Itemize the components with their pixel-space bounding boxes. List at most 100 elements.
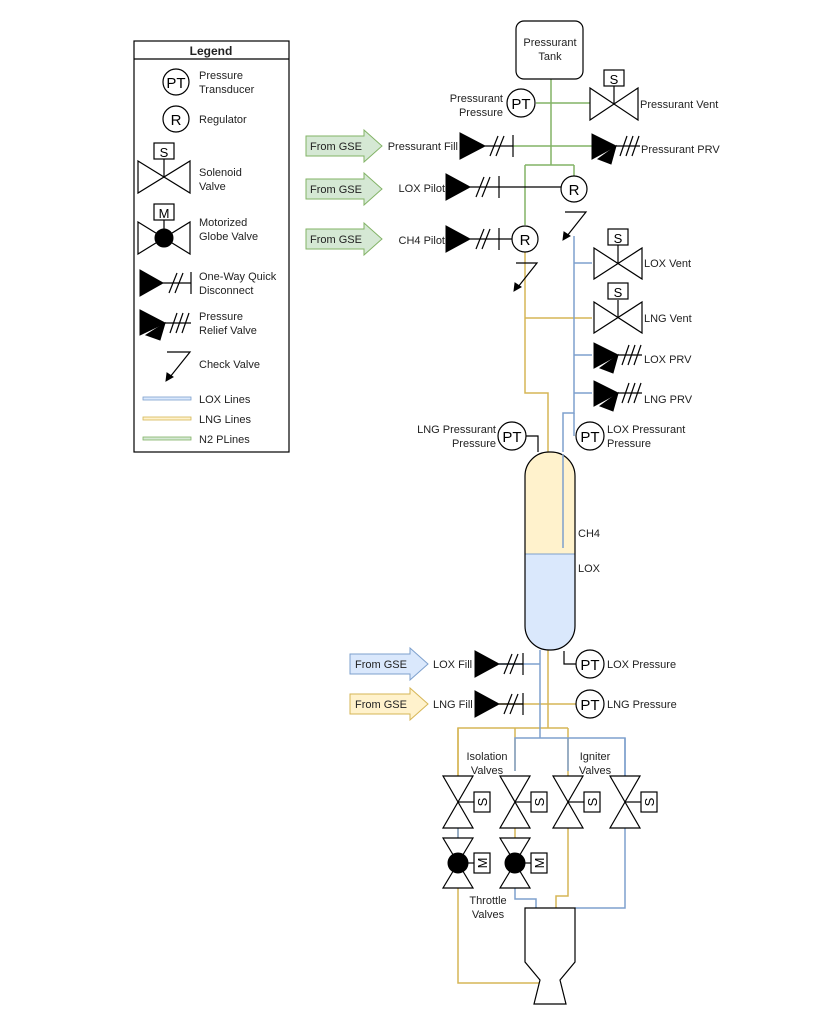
legend-n2-line-swatch <box>142 436 192 441</box>
ch4-regulator-icon: R <box>511 225 539 253</box>
lng-pressurant-pressure-transducer-icon: PT <box>497 421 527 451</box>
legend-prv-label: Pressure <box>199 311 243 323</box>
lng-fill-quick-disconnect-icon <box>474 690 524 718</box>
pressurant-fill-quick-disconnect-icon <box>459 132 514 160</box>
gse-arrow-lox-fill: From GSE <box>349 646 429 682</box>
svg-text:S: S <box>614 231 623 246</box>
svg-text:PT: PT <box>580 657 599 674</box>
legend-prv-label-2: Relief Valve <box>199 325 257 337</box>
svg-text:S: S <box>614 285 623 300</box>
svg-text:R: R <box>569 182 580 199</box>
isolation-valve-lox-solenoid-icon: S <box>498 775 548 829</box>
throttle-valve-lox-motorized-icon: M <box>498 837 548 889</box>
lng-pressurant-pressure-label: LNG Pressurant <box>417 424 496 436</box>
lng-pressure-transducer-icon: PT <box>548 689 605 719</box>
throttle-valves-label-2: Valves <box>472 909 505 921</box>
igniter-valve-lox-solenoid-icon: S <box>608 738 658 829</box>
legend-motorized-label: Motorized <box>199 217 247 229</box>
gse-arrow-lox-pilot: From GSE <box>305 171 383 207</box>
lox-pressure-transducer-icon: PT <box>575 649 605 679</box>
ch4-pilot-label: CH4 Pilot <box>399 235 445 247</box>
pressurant-fill-label: Pressurant Fill <box>388 141 458 153</box>
svg-text:From GSE: From GSE <box>310 184 362 196</box>
legend-solenoid-valve-icon: S <box>137 142 191 195</box>
lox-pilot-quick-disconnect-icon <box>445 173 500 201</box>
lng-vent-solenoid-valve-icon: S <box>593 282 643 335</box>
lox-pressure-label: LOX Pressure <box>607 659 676 671</box>
svg-text:PT: PT <box>580 429 599 446</box>
igniter-valve-lng-solenoid-icon: S <box>551 775 601 829</box>
legend-solenoid-label-2: Valve <box>199 181 226 193</box>
pressurant-tank: Pressurant Tank <box>515 20 584 80</box>
legend-quick-disconnect-icon <box>139 269 192 297</box>
legend-pressure-relief-valve-icon <box>139 309 191 341</box>
lox-pressurant-pressure-label-2: Pressure <box>607 438 651 450</box>
lng-fill-label: LNG Fill <box>433 699 473 711</box>
svg-text:PT: PT <box>502 429 521 446</box>
igniter-valves-label-2: Valves <box>579 765 612 777</box>
gse-arrow-pressurant: From GSE <box>305 128 383 164</box>
legend-pt-label-2: Transducer <box>199 84 255 96</box>
pressurant-vent-label: Pressurant Vent <box>640 99 718 111</box>
lng-pressurant-pressure-label-2: Pressure <box>452 438 496 450</box>
pressurant-pressure-label: Pressurant <box>450 93 503 105</box>
svg-text:S: S <box>610 72 619 87</box>
lox-vent-solenoid-valve-icon: S <box>593 228 643 281</box>
pressurant-vent-solenoid-valve-icon: S <box>589 69 639 122</box>
lox-pressurant-pressure-transducer-icon: PT <box>575 421 605 451</box>
lox-check-valve-icon <box>562 211 588 241</box>
legend-lng-line-swatch <box>142 416 192 421</box>
ch4-tank-label: CH4 <box>578 528 600 540</box>
legend-regulator-icon: R <box>162 105 190 133</box>
gse-arrow-ch4-pilot: From GSE <box>305 221 383 257</box>
svg-text:M: M <box>159 206 170 221</box>
pressurant-prv-icon <box>591 133 640 165</box>
pressurant-pressure-label-2: Pressure <box>459 107 503 119</box>
svg-text:From GSE: From GSE <box>310 141 362 153</box>
legend: Legend PT Pressure Transducer R Regulato… <box>133 40 290 453</box>
lng-pressure-label: LNG Pressure <box>607 699 677 711</box>
legend-regulator-label: Regulator <box>199 114 247 126</box>
lox-tank-label: LOX <box>578 563 601 575</box>
svg-text:S: S <box>532 797 547 806</box>
lng-prv-icon <box>593 380 642 412</box>
svg-text:S: S <box>475 797 490 806</box>
lox-regulator-icon: R <box>560 175 588 203</box>
legend-n2-lines-label: N2 PLines <box>199 434 250 446</box>
legend-lox-line-swatch <box>142 396 192 401</box>
legend-motorized-globe-valve-icon: M <box>137 203 191 256</box>
svg-text:M: M <box>532 858 547 869</box>
lox-fill-quick-disconnect-icon <box>474 650 524 678</box>
lox-fill-label: LOX Fill <box>433 659 472 671</box>
svg-text:From GSE: From GSE <box>355 699 407 711</box>
legend-pt-label: Pressure <box>199 70 243 82</box>
n2-lines <box>513 79 592 225</box>
legend-qd-label-2: Disconnect <box>199 285 253 297</box>
throttle-valves-label: Throttle <box>469 895 506 907</box>
throttle-valve-lng-motorized-icon: M <box>441 837 491 889</box>
legend-check-valve-icon <box>165 351 192 382</box>
legend-solenoid-label: Solenoid <box>199 167 242 179</box>
ch4-check-valve-icon <box>513 262 539 292</box>
svg-text:PT: PT <box>580 697 599 714</box>
svg-text:From GSE: From GSE <box>355 659 407 671</box>
propellant-tank <box>524 451 576 651</box>
legend-check-label: Check Valve <box>199 359 260 371</box>
instrument-lines <box>470 186 576 665</box>
lng-vent-label: LNG Vent <box>644 313 692 325</box>
legend-title: Legend <box>190 44 233 58</box>
svg-text:PT: PT <box>511 96 530 113</box>
svg-text:From GSE: From GSE <box>310 234 362 246</box>
svg-text:S: S <box>585 797 600 806</box>
svg-text:Tank: Tank <box>538 51 562 63</box>
svg-text:Pressurant: Pressurant <box>523 37 576 49</box>
igniter-valves-label: Igniter <box>580 751 611 763</box>
ch4-pilot-quick-disconnect-icon <box>445 225 500 253</box>
engine-nozzle <box>524 907 576 1005</box>
legend-motorized-label-2: Globe Valve <box>199 231 258 243</box>
legend-lng-lines-label: LNG Lines <box>199 414 251 426</box>
legend-box <box>133 40 290 453</box>
legend-lox-lines-label: LOX Lines <box>199 394 251 406</box>
legend-pressure-transducer-icon: PT <box>162 68 190 96</box>
